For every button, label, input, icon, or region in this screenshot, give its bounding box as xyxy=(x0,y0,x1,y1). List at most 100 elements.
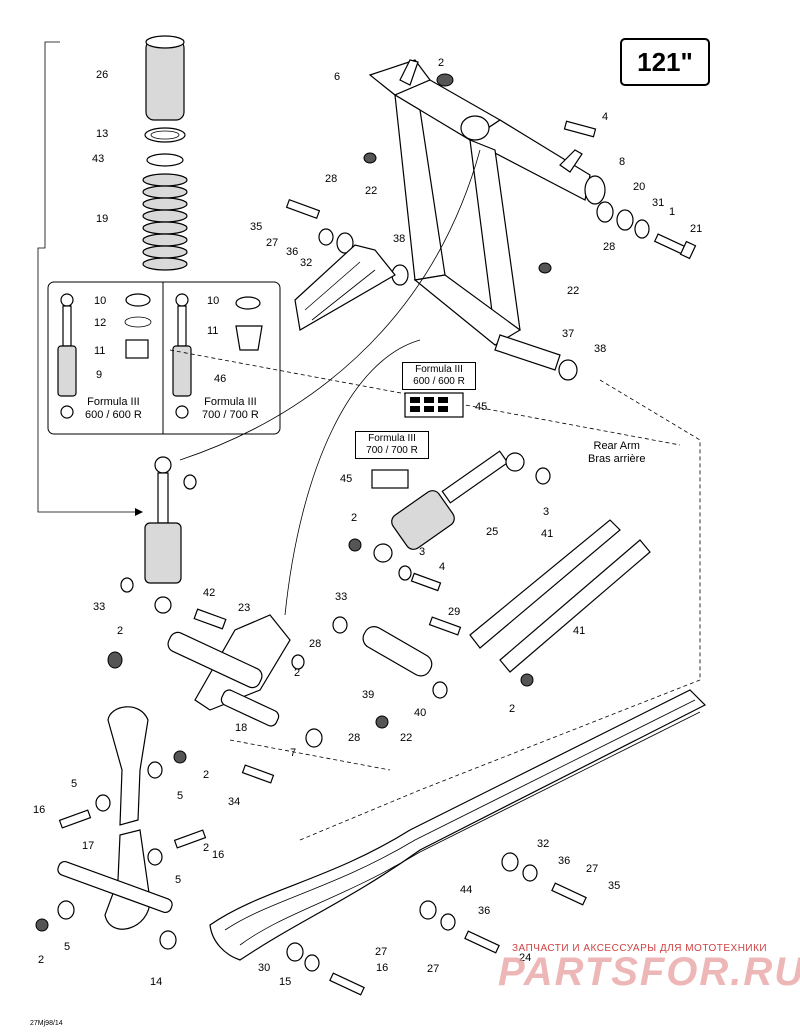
callout-5: 5 xyxy=(64,941,70,953)
callout-22: 22 xyxy=(400,732,412,744)
bracket-17 xyxy=(104,706,151,930)
callout-33: 33 xyxy=(335,591,347,603)
callout-28: 28 xyxy=(348,732,360,744)
diagram-code: 27Mj98/14 xyxy=(30,1020,63,1027)
formula-box-700: Formula III 700 / 700 R xyxy=(355,431,429,459)
callout-27: 27 xyxy=(427,963,439,975)
callout-33: 33 xyxy=(93,601,105,613)
ring-43 xyxy=(146,153,184,167)
callout-27: 27 xyxy=(586,863,598,875)
callout-28: 28 xyxy=(309,638,321,650)
callout-28: 28 xyxy=(603,241,615,253)
callout-2: 2 xyxy=(438,57,444,69)
callout-7: 7 xyxy=(290,747,296,759)
callout-26: 26 xyxy=(96,69,108,81)
callout-40: 40 xyxy=(414,707,426,719)
watermark-brand: PARTSFOR.RU xyxy=(498,950,800,994)
callout-2: 2 xyxy=(294,667,300,679)
callout-19: 19 xyxy=(96,213,108,225)
callout-16: 16 xyxy=(212,849,224,861)
inset-label-600: Formula III 600 / 600 R xyxy=(85,396,142,422)
callout-10: 10 xyxy=(207,295,219,307)
formula-box-600-line2: 600 / 600 R xyxy=(413,376,465,387)
callout-2: 2 xyxy=(509,703,515,715)
callout-17: 17 xyxy=(82,840,94,852)
callout-11: 11 xyxy=(207,325,218,337)
decal-45-a xyxy=(404,392,464,418)
callout-23: 23 xyxy=(238,602,250,614)
callout-25: 25 xyxy=(486,526,498,538)
callout-2: 2 xyxy=(203,842,209,854)
rear-arm-6 xyxy=(368,59,606,371)
shock-group-bracket xyxy=(37,41,135,513)
callout-8: 8 xyxy=(619,156,625,168)
callout-2: 2 xyxy=(38,954,44,966)
decal-45-b xyxy=(371,469,409,489)
rail-41 xyxy=(469,519,651,673)
callout-6: 6 xyxy=(334,71,340,83)
callout-2: 2 xyxy=(117,625,123,637)
shock-assembly xyxy=(120,456,197,614)
callout-labels: 2613431910121191011466248203112128223527… xyxy=(33,57,702,988)
rear-arm-label-fr: Bras arrière xyxy=(588,453,646,465)
callout-5: 5 xyxy=(71,778,77,790)
callout-4: 4 xyxy=(602,111,608,123)
callout-13: 13 xyxy=(96,128,108,140)
link-39 xyxy=(332,538,534,729)
formula-box-700-line1: Formula III xyxy=(368,433,416,444)
bolt-4 xyxy=(563,120,597,138)
spring-19 xyxy=(142,173,188,271)
inset-label-600-line2: 600 / 600 R xyxy=(85,409,142,421)
callout-11: 11 xyxy=(94,345,105,357)
callout-1: 1 xyxy=(669,206,675,218)
callout-22: 22 xyxy=(567,285,579,297)
callout-30: 30 xyxy=(258,962,270,974)
callout-45: 45 xyxy=(475,401,487,413)
inset-label-700: Formula III 700 / 700 R xyxy=(202,396,259,422)
callout-14: 14 xyxy=(150,976,162,988)
watermark-ru-text: ЗАПЧАСТИ И АКСЕССУАРЫ ДЛЯ МОТОТЕХНИКИ xyxy=(512,943,768,954)
inset-box xyxy=(47,281,281,435)
slide-rail xyxy=(209,689,707,961)
callout-15: 15 xyxy=(279,976,291,988)
inset-shock-2 xyxy=(172,293,192,419)
rear-arm-label-en: Rear Arm xyxy=(593,440,640,452)
callout-2: 2 xyxy=(351,512,357,524)
callout-5: 5 xyxy=(175,874,181,886)
callout-34: 34 xyxy=(228,796,240,808)
callout-41: 41 xyxy=(573,625,585,637)
pivot-arm-23 xyxy=(107,608,323,748)
callout-18: 18 xyxy=(235,722,247,734)
callout-45: 45 xyxy=(340,473,352,485)
inset-label-600-line1: Formula III xyxy=(87,396,140,408)
callout-43: 43 xyxy=(92,153,104,165)
callout-27: 27 xyxy=(375,946,387,958)
callout-9: 9 xyxy=(96,369,102,381)
retaining-ring-13 xyxy=(144,127,186,143)
callout-16: 16 xyxy=(33,804,45,816)
callout-12: 12 xyxy=(94,317,106,329)
callout-22: 22 xyxy=(365,185,377,197)
callout-24: 24 xyxy=(519,952,531,964)
callout-16: 16 xyxy=(376,962,388,974)
callout-44: 44 xyxy=(460,884,472,896)
callout-35: 35 xyxy=(250,221,262,233)
size-label: 121" xyxy=(620,38,710,86)
callout-21: 21 xyxy=(690,223,702,235)
formula-box-600-line1: Formula III xyxy=(415,364,463,375)
callout-3: 3 xyxy=(543,506,549,518)
callout-2: 2 xyxy=(203,769,209,781)
callout-28: 28 xyxy=(325,173,337,185)
callout-35: 35 xyxy=(608,880,620,892)
callout-41: 41 xyxy=(541,528,553,540)
bolt-21 xyxy=(653,233,697,260)
callout-27: 27 xyxy=(266,237,278,249)
callout-36: 36 xyxy=(286,246,298,258)
callout-39: 39 xyxy=(362,689,374,701)
callout-29: 29 xyxy=(448,606,460,618)
shock-absorber-25 xyxy=(373,450,551,563)
callout-46: 46 xyxy=(214,373,226,385)
formula-box-600: Formula III 600 / 600 R xyxy=(402,362,476,390)
callout-32: 32 xyxy=(537,838,549,850)
shock-bumper-26 xyxy=(145,35,185,121)
